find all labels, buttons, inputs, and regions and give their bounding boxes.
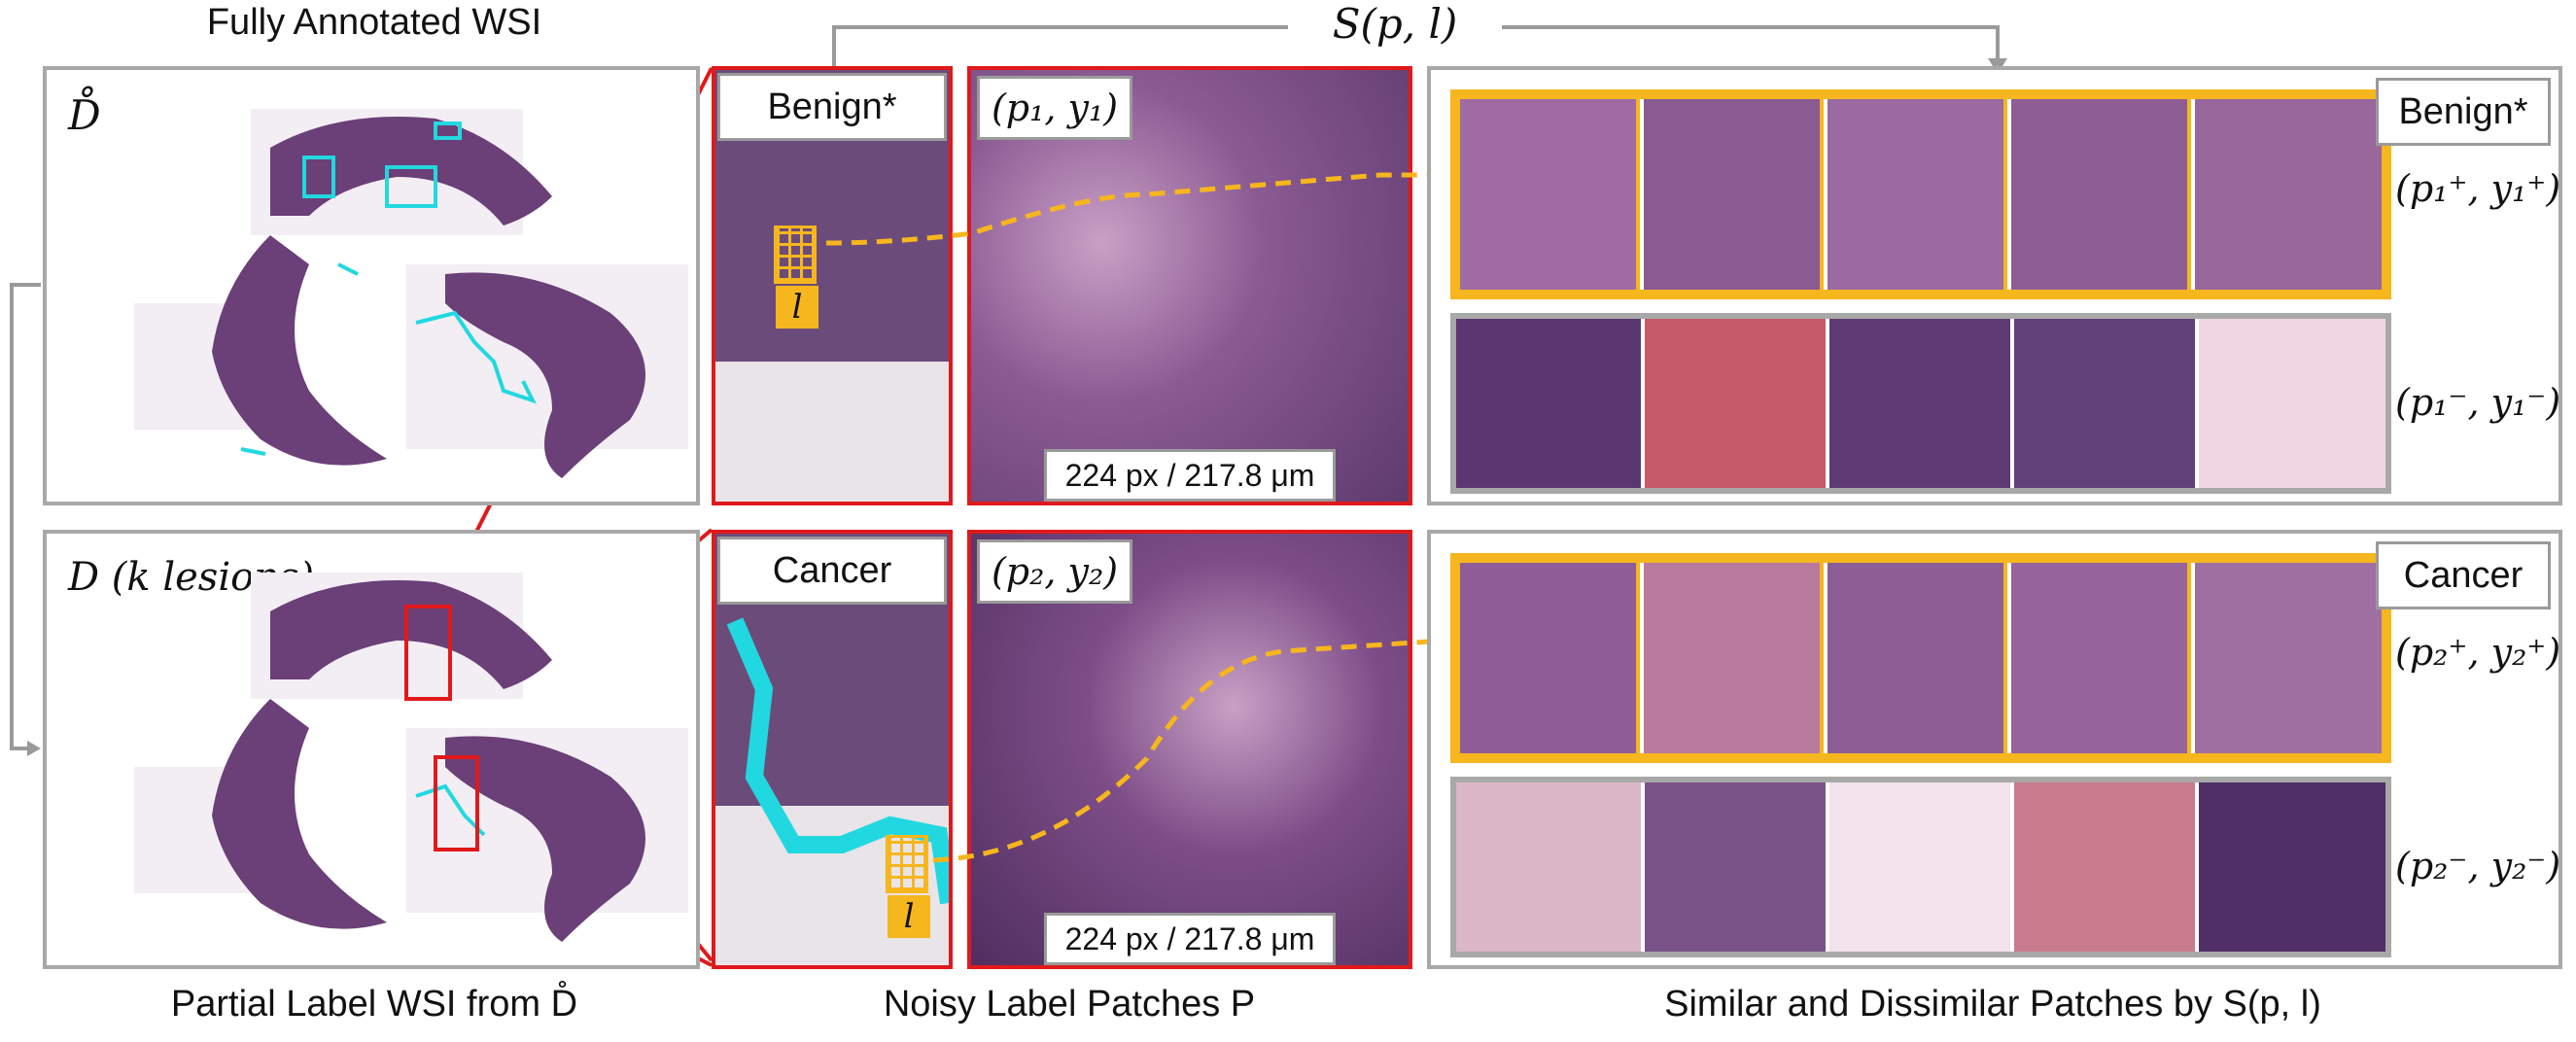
wsi-tissue-image [134, 109, 688, 478]
similarity-function-label: S(p, l) [1332, 0, 1458, 48]
benign-class-label: Benign* [717, 73, 947, 141]
cancer-class-label: Cancer [2376, 541, 2551, 609]
cancer-region-marker [434, 755, 479, 851]
dissimilar-patch [2199, 782, 2385, 952]
partial-label-wsi-panel: D (k lesions) [43, 530, 700, 969]
positive-patch-row [1450, 89, 2391, 299]
similar-patch [1460, 563, 1640, 753]
dissimilar-patch [2199, 319, 2385, 488]
fully-annotated-caption: Fully Annotated WSI [206, 2, 542, 43]
patch-grid-marker [886, 835, 928, 893]
cancer-class-label: Cancer [717, 537, 947, 605]
patch-pair-label: (p₁, y₁) [977, 76, 1132, 140]
positive-pair-label: (p₂⁺, y₂⁺) [2395, 631, 2561, 674]
similar-patch [1828, 99, 2007, 290]
dissimilar-patch [1456, 782, 1641, 952]
dissimilar-patch [1645, 319, 1826, 488]
similar-patch [1644, 563, 1824, 753]
patch-pair-label: (p₂, y₂) [977, 539, 1132, 604]
positive-patch-row [1450, 553, 2391, 763]
noisy-patches-caption: Noisy Label Patches P [883, 984, 1256, 1025]
similar-patch [1828, 563, 2007, 753]
dissimilar-patch [1645, 782, 1826, 952]
similar-patch [2195, 99, 2382, 290]
dissimilar-patch [1456, 319, 1641, 488]
dissimilar-patch [2014, 782, 2195, 952]
wsi-connector [10, 283, 41, 750]
patch-scale-label: 224 px / 217.8 μm [1044, 913, 1336, 965]
location-marker: l [776, 286, 818, 329]
similar-patch [2195, 563, 2382, 753]
dissimilar-patch [1829, 782, 2010, 952]
similarity-arrow [1502, 25, 2000, 60]
fully-annotated-wsi-panel: D̊ [43, 66, 700, 505]
negative-patch-row [1450, 777, 2391, 957]
positive-pair-label: (p₁⁺, y₁⁺) [2395, 167, 2561, 210]
dissimilar-patch [1829, 319, 2010, 488]
negative-patch-row [1450, 313, 2391, 494]
patch-scale-label: 224 px / 217.8 μm [1044, 449, 1336, 502]
similar-dissimilar-caption: Similar and Dissimilar Patches by S(p, l… [1664, 984, 2321, 1025]
benign-region-marker [404, 605, 452, 701]
partial-label-caption: Partial Label WSI from D̊ [170, 984, 578, 1025]
similar-patch [2011, 99, 2191, 290]
noisy-patch-2: (p₂, y₂) 224 px / 217.8 μm [967, 530, 1412, 969]
negative-pair-label: (p₁⁻, y₁⁻) [2395, 381, 2561, 424]
dissimilar-patch [2014, 319, 2195, 488]
benign-class-label: Benign* [2376, 78, 2551, 146]
wsi-tissue-image [134, 573, 688, 942]
annotation-overlay [726, 617, 949, 905]
location-marker: l [888, 895, 930, 938]
similar-dissimilar-panel-2: Cancer (p₂⁺, y₂⁺) (p₂⁻, y₂⁻) [1427, 530, 2562, 969]
similar-patch [1460, 99, 1640, 290]
similar-dissimilar-panel-1: Benign* (p₁⁺, y₁⁺) (p₁⁻, y₁⁻) [1427, 66, 2562, 505]
full-wsi-symbol: D̊ [68, 91, 101, 139]
noisy-patch-1: (p₁, y₁) 224 px / 217.8 μm [967, 66, 1412, 505]
similarity-bracket [832, 25, 1288, 66]
patch-grid-marker [774, 226, 817, 284]
similar-patch [1644, 99, 1824, 290]
similar-patch [2011, 563, 2191, 753]
negative-pair-label: (p₂⁻, y₂⁻) [2395, 845, 2561, 887]
